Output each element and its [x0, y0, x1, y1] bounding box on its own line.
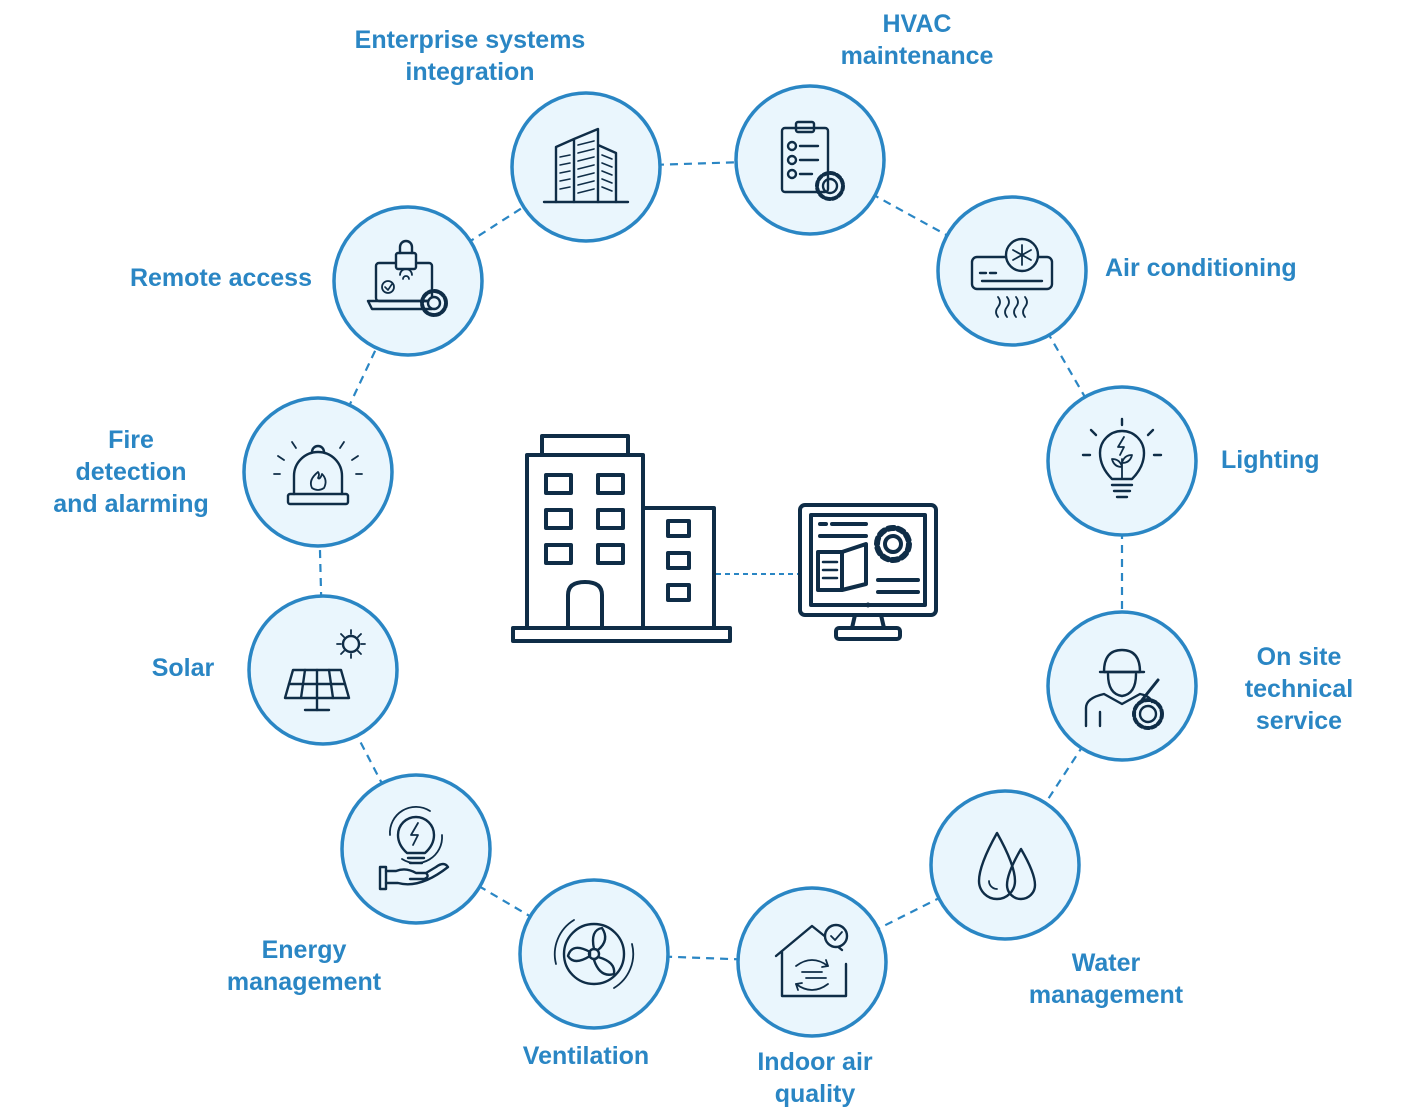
label-lighting: Lighting: [1221, 446, 1320, 474]
node-ventilation: [518, 878, 670, 1030]
monitor-settings-icon: [798, 503, 938, 641]
service-nodes: [242, 84, 1198, 1038]
node-hvac: [734, 84, 886, 236]
node-circle: [340, 773, 492, 925]
label-air-conditioning: Air conditioning: [1105, 254, 1297, 282]
alarm-bell-icon: [273, 441, 363, 506]
fan-icon: [553, 919, 635, 989]
label-ventilation: Ventilation: [522, 1042, 650, 1070]
node-fire: [242, 396, 394, 548]
energy-hand-icon: [378, 806, 450, 891]
node-onsite: [1046, 610, 1198, 762]
lightbulb-icon: [1081, 417, 1163, 499]
air-conditioner-icon: [970, 237, 1054, 318]
node-lighting: [1046, 385, 1198, 537]
solar-panel-icon: [283, 629, 366, 712]
office-buildings-icon: [542, 127, 630, 204]
node-circle: [736, 886, 888, 1038]
laptop-lock-icon: [366, 239, 448, 317]
clipboard-gear-icon: [780, 120, 845, 201]
node-solar: [247, 594, 399, 746]
office-building-icon: [511, 434, 732, 643]
house-airflow-icon: [774, 923, 849, 998]
technician-icon: [1084, 648, 1164, 730]
node-energy: [340, 773, 492, 925]
label-solar: Solar: [151, 654, 215, 682]
node-circle: [518, 878, 670, 1030]
node-enterprise: [510, 91, 662, 243]
node-circle: [936, 195, 1088, 347]
node-circle: [1046, 610, 1198, 762]
node-circle: [929, 789, 1081, 941]
node-air: [936, 195, 1088, 347]
node-circle: [332, 205, 484, 357]
label-remote-access: Remote access: [129, 264, 312, 292]
node-water: [929, 789, 1081, 941]
node-iaq: [736, 886, 888, 1038]
water-drops-icon: [977, 831, 1037, 901]
node-remote: [332, 205, 484, 357]
